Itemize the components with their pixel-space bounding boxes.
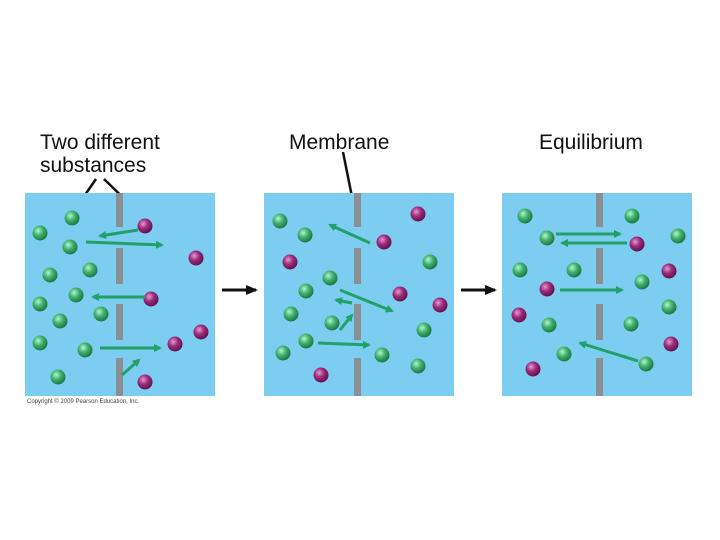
purple-molecule [663,336,679,352]
label-membrane: Membrane [289,131,390,154]
green-molecule [638,356,654,372]
purple-molecule [629,236,645,252]
purple-molecule [167,336,183,352]
arrows-initial [85,228,164,377]
green-molecule [50,369,66,385]
green-molecule [324,315,340,331]
purple-molecule [432,297,448,313]
green-molecule [566,262,582,278]
purple-molecule [511,307,527,323]
purple-molecule [193,324,209,340]
green-molecule [64,210,80,226]
arrows-equilibrium [556,230,639,363]
molecules-initial [32,210,209,390]
green-molecule [297,227,313,243]
purple-molecule [143,291,159,307]
green-molecule [82,262,98,278]
membrane-equilibrium [596,193,603,396]
green-molecule [77,342,93,358]
green-molecule [374,347,390,363]
purple-molecule [410,206,426,222]
green-molecule [422,254,438,270]
green-molecule [517,208,533,224]
molecules-intermediate [272,206,448,383]
purple-molecule [188,250,204,266]
purple-molecule [539,281,555,297]
green-molecule [541,317,557,333]
green-molecule [275,345,291,361]
purple-molecule [392,286,408,302]
purple-molecule [376,234,392,250]
membrane-initial [116,193,123,396]
green-molecule [410,358,426,374]
purple-molecule [137,374,153,390]
green-molecule [556,346,572,362]
green-molecule [272,213,288,229]
green-molecule [634,274,650,290]
label-line: substances [40,154,147,177]
green-molecule [670,228,686,244]
purple-molecule [282,254,298,270]
green-molecule [661,299,677,315]
green-molecule [624,208,640,224]
green-molecule [32,225,48,241]
green-molecule [298,333,314,349]
green-molecule [42,267,58,283]
arrows-intermediate [317,223,394,349]
label-equilibrium: Equilibrium [539,131,643,154]
copyright-notice: Copyright © 2009 Pearson Education, Inc. [27,399,140,405]
green-molecule [68,287,84,303]
green-molecule [32,296,48,312]
green-molecule [93,306,109,322]
green-molecule [298,283,314,299]
green-molecule [512,262,528,278]
purple-molecule [313,367,329,383]
purple-molecule [137,218,153,234]
green-molecule [322,270,338,286]
green-molecule [52,313,68,329]
label-line: Two different [40,131,160,154]
green-molecule [62,239,78,255]
green-molecule [283,306,299,322]
purple-molecule [525,361,541,377]
membrane-intermediate [354,193,361,396]
green-molecule [539,230,555,246]
green-molecule [623,316,639,332]
green-molecule [416,322,432,338]
green-molecule [32,335,48,351]
purple-molecule [661,263,677,279]
molecules-equilibrium [511,208,686,377]
label-two-different-substances: Two different substances [40,131,240,177]
